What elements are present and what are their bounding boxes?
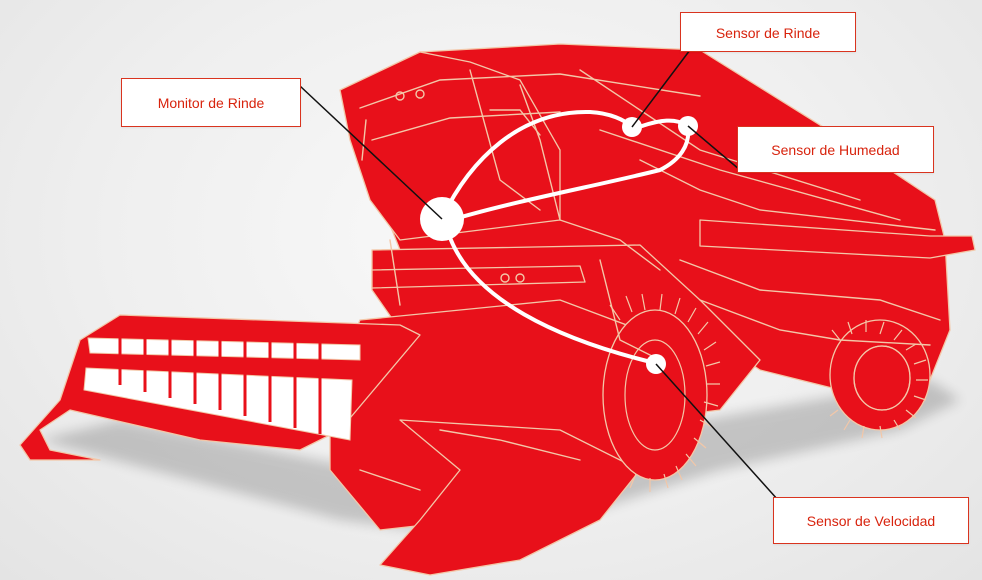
monitor-de-rinde-label: Monitor de Rinde <box>121 78 301 127</box>
sensor-de-velocidad-label: Sensor de Velocidad <box>773 497 969 544</box>
sensor-de-humedad-label: Sensor de Humedad <box>737 126 934 173</box>
sensor-de-rinde-label: Sensor de Rinde <box>680 12 856 52</box>
